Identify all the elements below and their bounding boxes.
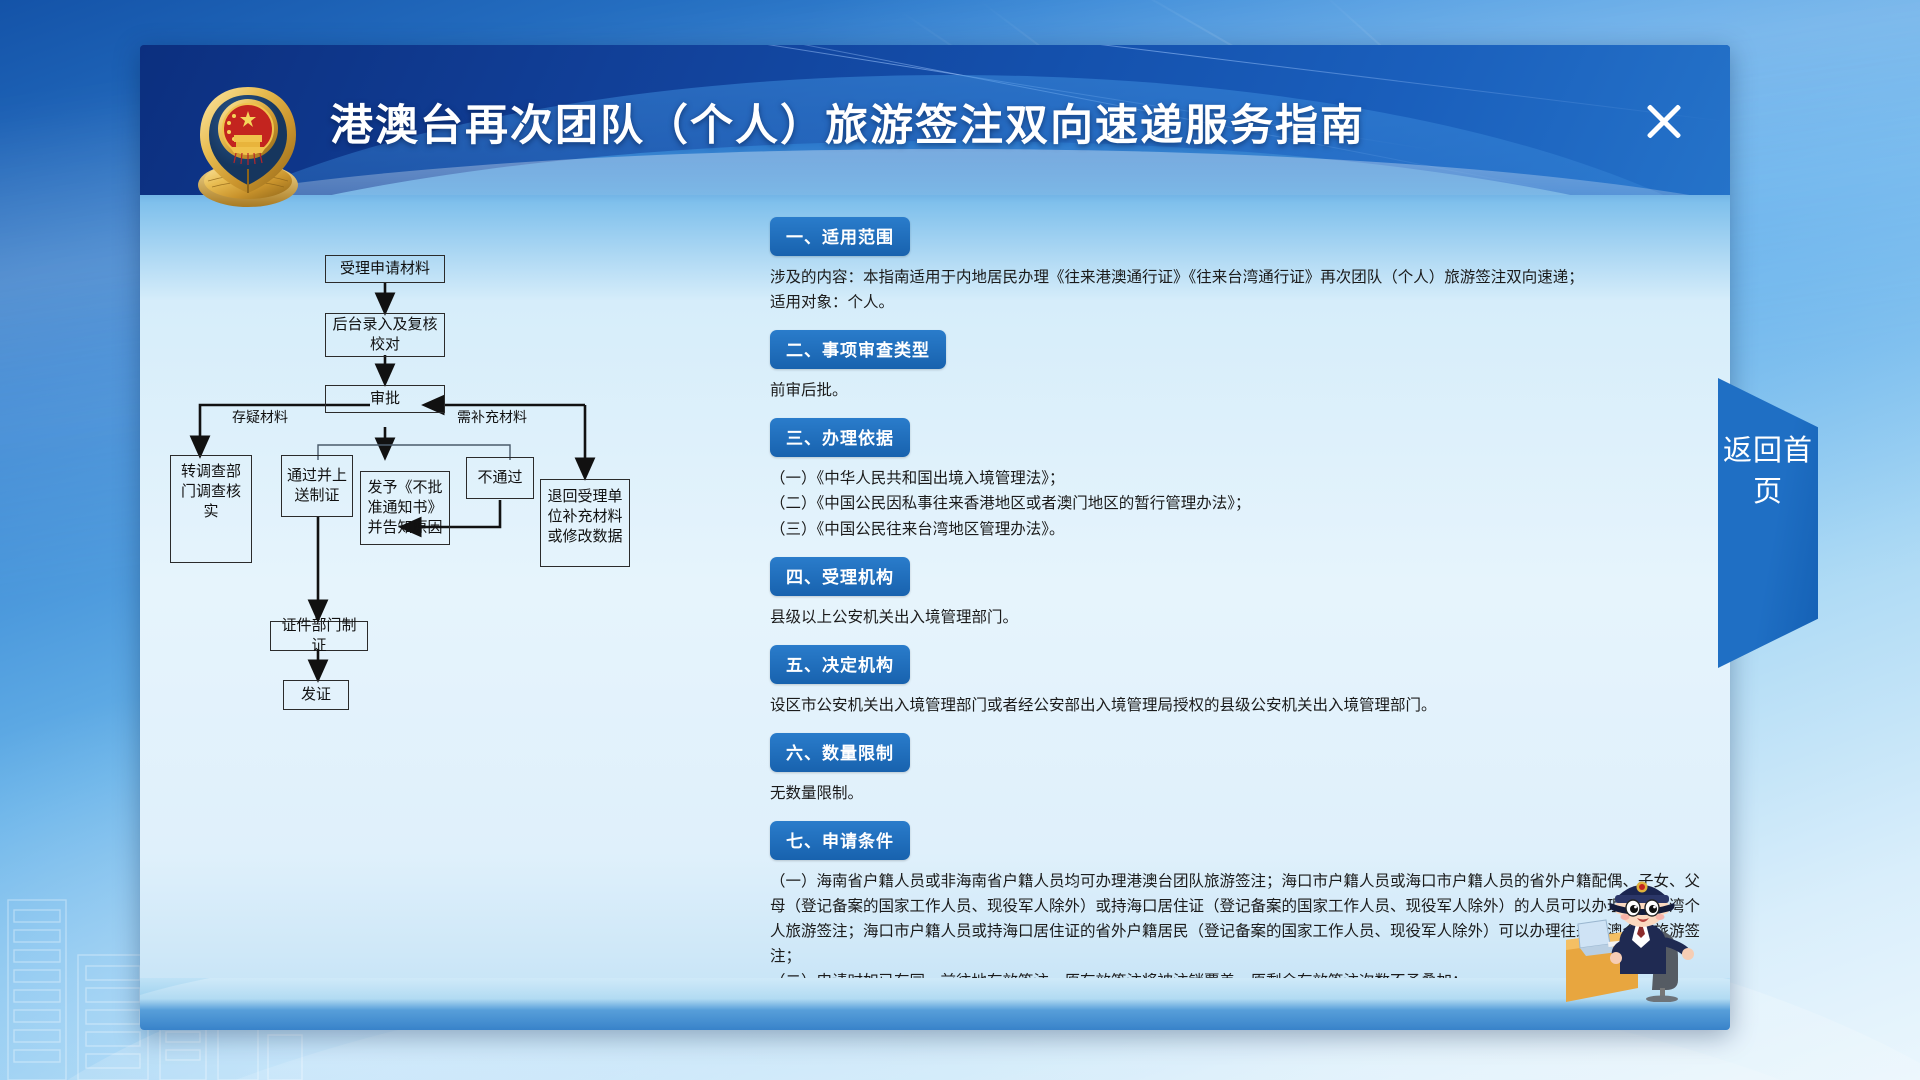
panel-body: 受理申请材料 后台录入及复核校对 审批 转调查部门调查核实 通过并上送制证 发予…	[140, 195, 1730, 1016]
workflow-flowchart: 受理申请材料 后台录入及复核校对 审批 转调查部门调查核实 通过并上送制证 发予…	[170, 255, 730, 875]
section-6: 六、数量限制 无数量限制。	[770, 732, 1700, 806]
return-home-label: 返回首页	[1722, 433, 1813, 509]
flow-node-make-cert: 证件部门制证	[270, 616, 368, 654]
section-4: 四、受理机构 县级以上公安机关出入境管理部门。	[770, 556, 1700, 630]
panel-footer: 澄迈县公安局 Chengmai County Public Security	[140, 978, 1730, 1030]
flow-node-approve: 审批	[325, 385, 445, 413]
section-5-paragraph-1: 设区市公安机关出入境管理部门或者经公安部出入境管理局授权的县级公安机关出入境管理…	[770, 695, 1437, 714]
flow-node-reject-notice: 发予《不批准通知书》并告知原因	[360, 471, 450, 545]
guide-panel: 港澳台再次团队（个人）旅游签注双向速递服务指南	[140, 45, 1730, 1030]
close-icon[interactable]	[1640, 97, 1688, 145]
flow-edge-label-supplement: 需补充材料	[457, 410, 527, 426]
flow-node-accept: 受理申请材料	[325, 255, 445, 283]
police-mascot-illustration	[1566, 881, 1694, 1002]
flow-node-investigate: 转调查部门调查核实	[170, 455, 252, 563]
section-6-heading: 六、数量限制	[770, 732, 910, 772]
section-6-paragraph-1: 无数量限制。	[770, 783, 864, 802]
police-emblem-icon	[198, 87, 298, 207]
section-4-paragraph-1: 县级以上公安机关出入境管理部门。	[770, 607, 1019, 626]
guide-sections: 一、适用范围 涉及的内容：本指南适用于内地居民办理《往来港澳通行证》《往来台湾通…	[770, 217, 1700, 1030]
flow-node-entry: 后台录入及复核校对	[325, 313, 445, 357]
flow-edge-label-doubt: 存疑材料	[232, 410, 288, 426]
section-5-heading: 五、决定机构	[770, 644, 910, 684]
section-7-heading: 七、申请条件	[770, 820, 910, 860]
section-1-heading: 一、适用范围	[770, 217, 910, 256]
flow-node-fail: 不通过	[466, 457, 534, 499]
section-5: 五、决定机构 设区市公安机关出入境管理部门或者经公安部出入境管理局授权的县级公安…	[770, 644, 1700, 718]
section-3-paragraph-1: （一）《中华人民共和国出境入境管理法》；	[770, 469, 1065, 488]
flow-node-issue: 发证	[283, 680, 349, 710]
section-3-heading: 三、办理依据	[770, 418, 910, 458]
flowchart-connectors	[189, 282, 596, 683]
section-2-heading: 二、事项审查类型	[770, 330, 946, 370]
section-1-paragraph-1: 涉及的内容：本指南适用于内地居民办理《往来港澳通行证》《往来台湾通行证》再次团队…	[770, 268, 1584, 286]
section-3-paragraph-3: （三）《中国公民往来台湾地区管理办法》。	[770, 519, 1065, 538]
section-1: 一、适用范围 涉及的内容：本指南适用于内地居民办理《往来港澳通行证》《往来台湾通…	[770, 217, 1700, 315]
flow-node-pass: 通过并上送制证	[281, 455, 353, 517]
section-3: 三、办理依据 （一）《中华人民共和国出境入境管理法》； （二）《中国公民因私事往…	[770, 418, 1700, 541]
section-3-paragraph-2: （二）《中国公民因私事往来香港地区或者澳门地区的暂行管理办法》；	[770, 494, 1251, 513]
section-2: 二、事项审查类型 前审后批。	[770, 330, 1700, 403]
page-title: 港澳台再次团队（个人）旅游签注双向速递服务指南	[330, 101, 1365, 151]
section-4-heading: 四、受理机构	[770, 556, 910, 596]
flow-node-return-unit: 退回受理单位补充材料或修改数据	[540, 479, 630, 567]
section-1-paragraph-2: 适用对象：个人。	[770, 293, 895, 312]
return-home-button[interactable]: 返回首页	[1718, 378, 1818, 668]
section-7-paragraph-1: （一）海南省户籍人员或非海南省户籍人员均可办理港澳台团队旅游签注；海口市户籍人员…	[770, 871, 1701, 966]
panel-header	[140, 45, 1730, 195]
section-2-paragraph-1: 前审后批。	[770, 381, 848, 400]
